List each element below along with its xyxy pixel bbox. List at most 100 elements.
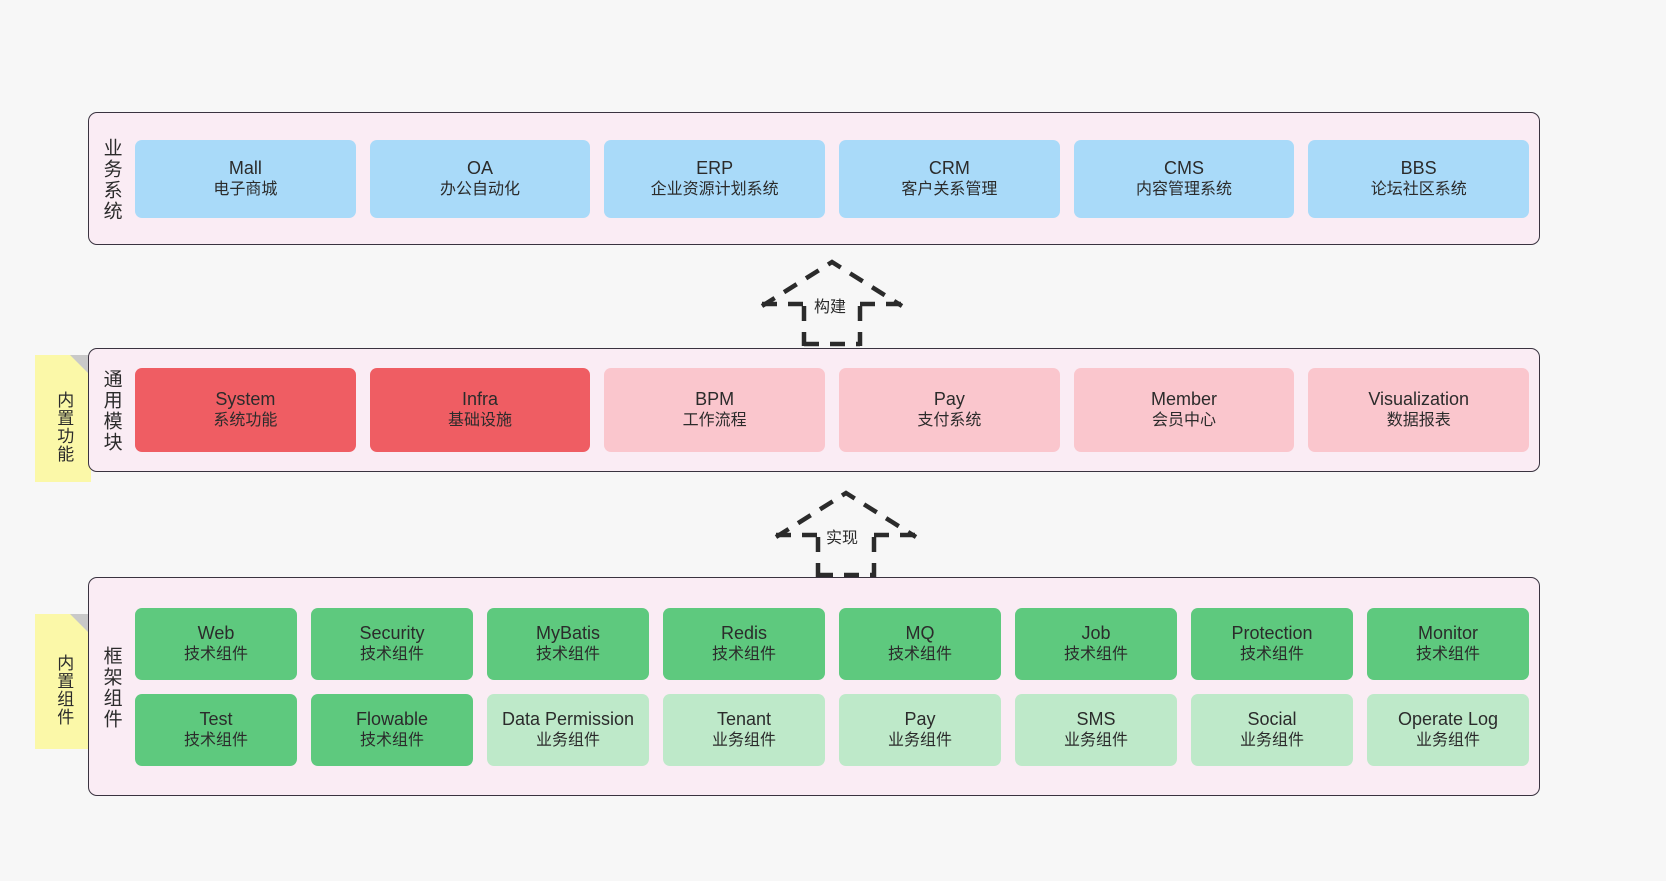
common-box-member-name: Member: [1151, 389, 1218, 410]
framework-box-pay-desc: 业务组件: [887, 731, 952, 749]
framework-box-job[interactable]: Job 技术组件: [1015, 607, 1177, 680]
layer-framework-component-body: Web 技术组件 Security 技术组件 MyBatis 技术组件 Redi…: [133, 578, 1539, 795]
business-box-oa-desc: 办公自动化: [440, 180, 521, 198]
framework-box-security[interactable]: Security 技术组件: [311, 607, 473, 680]
framework-box-sms[interactable]: SMS 业务组件: [1015, 693, 1177, 766]
framework-box-tenant-desc: 业务组件: [711, 731, 776, 749]
framework-box-data-permission[interactable]: Data Permission 业务组件: [487, 693, 649, 766]
framework-component-rows: Web 技术组件 Security 技术组件 MyBatis 技术组件 Redi…: [135, 607, 1529, 766]
framework-box-tenant[interactable]: Tenant 业务组件: [663, 693, 825, 766]
common-box-pay[interactable]: Pay 支付系统: [839, 368, 1060, 452]
connector-implement-label: 实现: [826, 530, 859, 547]
business-box-mall-name: Mall: [228, 157, 262, 178]
framework-box-mq-desc: 技术组件: [887, 645, 952, 663]
business-box-crm[interactable]: CRM 客户关系管理: [839, 139, 1060, 218]
framework-box-protection-desc: 技术组件: [1239, 645, 1304, 663]
business-box-bbs[interactable]: BBS 论坛社区系统: [1308, 139, 1530, 218]
framework-box-mq-name: MQ: [905, 622, 935, 643]
framework-box-job-name: Job: [1081, 622, 1111, 643]
common-box-system[interactable]: System 系统功能: [135, 368, 356, 452]
business-box-cms[interactable]: CMS 内容管理系统: [1073, 139, 1295, 218]
framework-row-tech: Web 技术组件 Security 技术组件 MyBatis 技术组件 Redi…: [135, 607, 1529, 680]
framework-box-job-desc: 技术组件: [1063, 645, 1128, 663]
business-box-mall[interactable]: Mall 电子商城: [135, 139, 356, 218]
common-box-bpm[interactable]: BPM 工作流程: [604, 368, 826, 452]
framework-box-operate-log-desc: 业务组件: [1415, 731, 1480, 749]
common-box-member[interactable]: Member 会员中心: [1073, 368, 1295, 452]
framework-box-test[interactable]: Test 技术组件: [135, 693, 297, 766]
framework-box-social-desc: 业务组件: [1239, 731, 1304, 749]
framework-box-monitor-desc: 技术组件: [1415, 645, 1480, 663]
framework-box-protection-name: Protection: [1231, 622, 1313, 643]
business-box-crm-name: CRM: [928, 157, 970, 178]
framework-row-business: Test 技术组件 Flowable 技术组件 Data Permission …: [135, 693, 1529, 766]
framework-box-social-name: Social: [1247, 708, 1297, 729]
framework-box-redis-name: Redis: [720, 622, 768, 643]
framework-box-web[interactable]: Web 技术组件: [135, 607, 297, 680]
common-box-system-name: System: [215, 389, 276, 410]
layer-common-module-title: 通用模块: [100, 369, 122, 453]
framework-box-web-desc: 技术组件: [183, 645, 248, 663]
framework-box-data-permission-name: Data Permission: [501, 708, 635, 729]
business-box-bbs-desc: 论坛社区系统: [1370, 180, 1467, 198]
business-box-oa-name: OA: [467, 157, 494, 178]
framework-box-security-name: Security: [359, 622, 425, 643]
common-box-visualization-desc: 数据报表: [1386, 412, 1451, 430]
business-box-erp[interactable]: ERP 企业资源计划系统: [604, 139, 826, 218]
common-box-pay-name: Pay: [933, 389, 965, 410]
framework-box-mybatis[interactable]: MyBatis 技术组件: [487, 607, 649, 680]
layer-business-system-body: Mall 电子商城 OA 办公自动化 ERP 企业资源计划系统 CRM 客户关系…: [133, 113, 1539, 244]
business-box-mall-desc: 电子商城: [213, 180, 278, 198]
framework-box-mybatis-name: MyBatis: [535, 622, 600, 643]
framework-box-test-desc: 技术组件: [183, 731, 248, 749]
framework-box-security-desc: 技术组件: [359, 645, 424, 663]
business-box-cms-desc: 内容管理系统: [1136, 180, 1233, 198]
business-box-cms-name: CMS: [1164, 157, 1205, 178]
common-box-system-desc: 系统功能: [213, 412, 278, 430]
sticky-note-builtin-component: 内置组件: [35, 614, 91, 749]
framework-box-mq[interactable]: MQ 技术组件: [839, 607, 1001, 680]
business-box-bbs-name: BBS: [1400, 157, 1437, 178]
framework-box-flowable-name: Flowable: [355, 708, 429, 729]
sticky-note-builtin-function-text: 内置功能: [54, 390, 74, 463]
framework-box-tenant-name: Tenant: [716, 708, 772, 729]
sticky-note-builtin-function: 内置功能: [35, 355, 91, 482]
layer-framework-component-title: 框架组件: [100, 645, 122, 730]
framework-box-redis-desc: 技术组件: [711, 645, 776, 663]
framework-box-social[interactable]: Social 业务组件: [1191, 693, 1353, 766]
common-box-infra-desc: 基础设施: [448, 412, 513, 430]
common-module-row: System 系统功能 Infra 基础设施 BPM 工作流程 Pay 支付系统…: [135, 368, 1530, 452]
framework-box-monitor[interactable]: Monitor 技术组件: [1367, 607, 1529, 680]
framework-box-web-name: Web: [197, 622, 235, 643]
framework-box-sms-desc: 业务组件: [1063, 731, 1128, 749]
sticky-note-builtin-component-text: 内置组件: [54, 653, 74, 726]
framework-box-test-name: Test: [199, 708, 233, 729]
framework-box-protection[interactable]: Protection 技术组件: [1191, 607, 1353, 680]
framework-box-redis[interactable]: Redis 技术组件: [663, 607, 825, 680]
common-box-visualization[interactable]: Visualization 数据报表: [1308, 368, 1530, 452]
layer-framework-component: 框架组件 Web 技术组件 Security 技术组件 MyBatis 技术组件…: [88, 577, 1540, 796]
layer-common-module-body: System 系统功能 Infra 基础设施 BPM 工作流程 Pay 支付系统…: [133, 349, 1539, 471]
common-box-infra-name: Infra: [461, 389, 499, 410]
framework-box-mybatis-desc: 技术组件: [535, 645, 600, 663]
business-box-erp-name: ERP: [696, 157, 734, 178]
common-box-infra[interactable]: Infra 基础设施: [369, 368, 591, 452]
framework-box-pay[interactable]: Pay 业务组件: [839, 693, 1001, 766]
framework-box-operate-log[interactable]: Operate Log 业务组件: [1367, 693, 1529, 766]
business-system-row: Mall 电子商城 OA 办公自动化 ERP 企业资源计划系统 CRM 客户关系…: [135, 139, 1530, 218]
framework-box-data-permission-desc: 业务组件: [535, 731, 600, 749]
connector-build-label: 构建: [814, 299, 847, 316]
layer-business-system: 业务系统 Mall 电子商城 OA 办公自动化 ERP 企业资源计划系统 CRM…: [88, 112, 1540, 245]
common-box-bpm-desc: 工作流程: [682, 412, 747, 430]
layer-business-system-title: 业务系统: [100, 137, 122, 222]
connector-implement-arrow: [766, 489, 926, 578]
framework-box-operate-log-name: Operate Log: [1397, 708, 1499, 729]
common-box-pay-desc: 支付系统: [917, 412, 982, 430]
business-box-oa[interactable]: OA 办公自动化: [369, 139, 591, 218]
framework-box-monitor-name: Monitor: [1417, 622, 1479, 643]
framework-box-flowable[interactable]: Flowable 技术组件: [311, 693, 473, 766]
business-box-crm-desc: 客户关系管理: [901, 180, 998, 198]
framework-box-pay-name: Pay: [904, 708, 936, 729]
framework-box-flowable-desc: 技术组件: [359, 731, 424, 749]
business-box-erp-desc: 企业资源计划系统: [650, 180, 779, 198]
